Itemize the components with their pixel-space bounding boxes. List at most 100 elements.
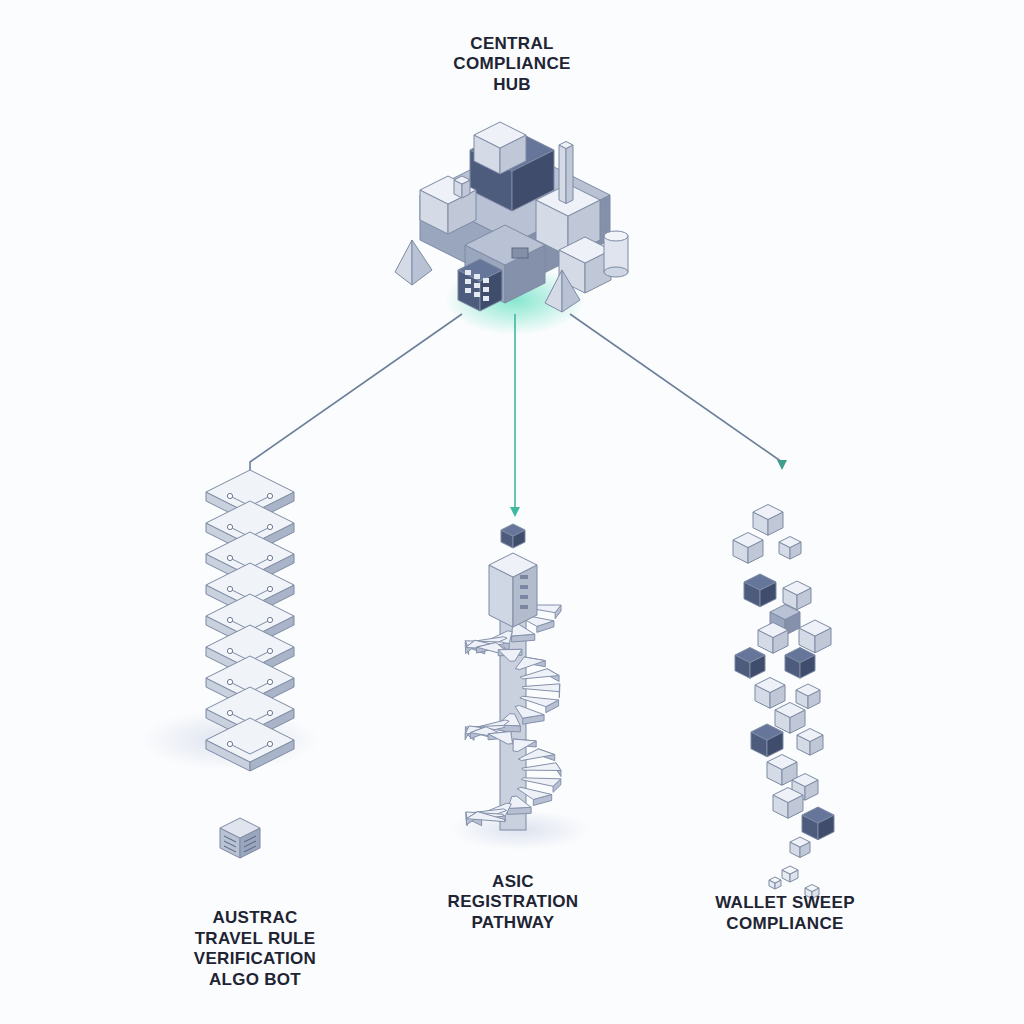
circuit-node: [227, 710, 232, 715]
hub-pyramid: [545, 270, 562, 312]
node-label: WALLET SWEEP COMPLIANCE: [702, 893, 868, 934]
hub-window: [465, 279, 471, 284]
hub-window: [483, 296, 489, 301]
wallet-cube: [792, 774, 818, 787]
hub-pyramid: [562, 270, 580, 312]
illustrated-node: AUSTRAC TRAVEL RULE VERIFICATION ALGO BO…: [160, 470, 350, 990]
stair-step: [513, 739, 536, 751]
fading-cube: [782, 866, 798, 874]
wallet-cube: [744, 574, 776, 590]
circuit-node: [227, 493, 232, 498]
hub-window: [483, 278, 489, 283]
wallet-cube: [758, 623, 788, 638]
box-marking: [224, 836, 236, 842]
stair-step: [522, 763, 561, 771]
connector: [570, 314, 782, 468]
hub-chip: [512, 248, 528, 258]
cube-illustration: [733, 505, 834, 899]
stair-step: [517, 787, 551, 799]
circuit-node: [227, 617, 232, 622]
stair-step: [521, 778, 560, 786]
stair-step: [466, 812, 505, 822]
hub-cube: [420, 176, 476, 204]
circuit-node: [267, 555, 272, 560]
circuit-node: [227, 741, 232, 746]
circuit-node: [227, 586, 232, 591]
illustrated-node: CENTRAL COMPLIANCE HUB: [380, 34, 644, 320]
wallet-cube: [751, 724, 783, 740]
circuit-node: [267, 524, 272, 529]
hub-side-cube: [559, 237, 611, 263]
stair-step: [520, 696, 559, 706]
stair-step: [498, 649, 522, 661]
connector: [514, 314, 516, 515]
wallet-cube: [802, 807, 834, 823]
circuit-node: [267, 741, 272, 746]
hub-window: [465, 288, 471, 293]
hub-cylinder: [604, 231, 628, 241]
hub-illustration: [395, 122, 628, 312]
stair-step: [488, 732, 512, 745]
illustrated-node: WALLET SWEEP COMPLIANCE: [688, 468, 882, 934]
node-label: CENTRAL COMPLIANCE HUB: [447, 34, 577, 95]
hub-window: [474, 274, 480, 279]
wallet-cube: [797, 729, 823, 742]
hub-tower: [566, 145, 573, 204]
circuit-node: [267, 679, 272, 684]
wallet-cube: [775, 703, 805, 718]
box-marking: [244, 846, 256, 852]
circuit-node: [227, 648, 232, 653]
hub-pyramid: [395, 240, 412, 285]
hub-front-block: [465, 225, 545, 265]
tower-window: [520, 585, 528, 589]
wallet-cube: [799, 620, 831, 636]
tower-window: [520, 605, 528, 609]
box-marking: [244, 836, 256, 842]
tower-window: [520, 575, 528, 579]
stair-step: [520, 669, 559, 679]
fading-cube: [805, 885, 819, 892]
circuit-node: [267, 586, 272, 591]
wallet-cube: [785, 648, 815, 663]
wallet-cube: [735, 648, 765, 663]
wallet-cube: [783, 581, 811, 595]
circuit-trace: [230, 744, 270, 754]
wallet-cube: [753, 505, 783, 520]
circuit-node: [227, 524, 232, 529]
hub-window: [465, 270, 471, 275]
stair-tower: [489, 553, 537, 577]
wallet-cube: [779, 537, 801, 548]
box-marking: [224, 846, 236, 852]
hub-small-cube: [454, 176, 470, 184]
circuit-node: [267, 617, 272, 622]
hub-tower: [559, 145, 566, 204]
node-label: AUSTRAC TRAVEL RULE VERIFICATION ALGO BO…: [184, 908, 326, 990]
hub-pyramid: [412, 240, 432, 285]
circuit-node: [267, 493, 272, 498]
hub-cylinder: [604, 267, 628, 277]
stair-step: [518, 749, 554, 761]
stair-cap: [501, 524, 525, 536]
small-box: [220, 818, 260, 838]
box-marking: [224, 841, 236, 847]
hub-window: [483, 287, 489, 292]
tower-window: [520, 595, 528, 599]
stair-step: [508, 796, 532, 808]
stair-step: [523, 684, 560, 692]
hub-window: [474, 283, 480, 288]
connector: [250, 314, 462, 470]
circuit-node: [227, 679, 232, 684]
hub-front-cube: [458, 270, 480, 311]
stack-plate: [206, 718, 294, 762]
circuit-node: [267, 648, 272, 653]
wallet-cube: [790, 837, 810, 847]
wallet-cube: [755, 678, 785, 693]
wallet-cube: [767, 755, 797, 770]
circuit-node: [267, 710, 272, 715]
stair-step: [515, 657, 545, 670]
illustrated-node: ASIC REGISTRATION PATHWAY: [420, 515, 606, 933]
fading-cube: [769, 877, 781, 883]
